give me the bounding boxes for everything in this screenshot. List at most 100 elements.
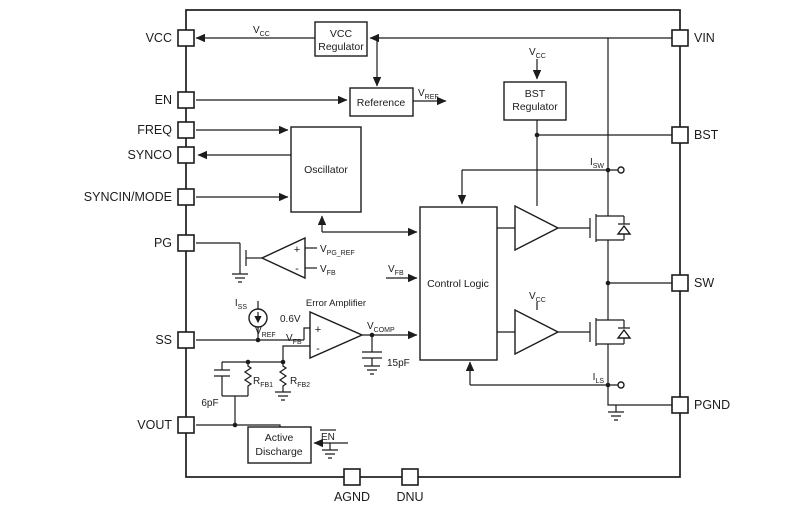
feedforward-cap-icon [214,362,230,396]
pin-ss [177,331,195,349]
pin-label-pgnd: PGND [694,398,730,412]
pg-mosfet [232,243,262,283]
active-discharge-label-2: Discharge [255,446,302,458]
soft-start-current-source [248,301,268,340]
bst-regulator-box [503,81,567,121]
label-0v6: 0.6V [280,314,301,325]
label-vcc-near-pin: VCC [253,25,270,38]
pin-syncin-mode [177,188,195,206]
pin-label-ss: SS [155,333,172,347]
block-vcc-regulator: VCC Regulator [314,21,368,57]
rfb1-resistor-icon [243,362,253,396]
pin-label-synco: SYNCO [128,148,173,162]
label-vref-output: VREF [418,88,439,101]
wire-vfb-to-erramp-minus [282,345,310,362]
pin-label-agnd: AGND [334,490,370,504]
high-side-mosfet [589,214,632,242]
pin-bst [671,126,689,144]
pin-label-syncin-mode: SYNCIN/MODE [84,190,172,204]
block-bst-regulator: BST Regulator [503,81,567,121]
pg-comparator-plus: + [294,244,300,256]
reference-box [349,87,414,117]
oscillator-label: Oscillator [304,164,348,176]
pgnd-ground [608,405,624,421]
ls-body-diode-icon [616,328,632,339]
label-vcomp: VCOMP [367,321,395,334]
low-side-mosfet [589,318,632,346]
block-reference: Reference [349,87,414,117]
block-active-discharge: Active Discharge [247,426,312,464]
error-amplifier: + - Error Amplifier [306,298,366,360]
label-vfb-comparator: VFB [320,264,336,277]
reference-label: Reference [357,97,406,109]
pin-sw [671,274,689,292]
pin-vout [177,416,195,434]
control-logic-label: Control Logic [427,278,489,290]
hs-body-diode-icon [616,224,632,235]
ls-drain-source-leads [596,319,608,345]
signal-labels: VCC VCC VCC VREF VPG_REF VFB VFB VFB VCO… [201,25,604,443]
pg-comparator-minus: - [295,263,299,275]
pin-label-vcc: VCC [146,31,172,45]
error-amp-plus: + [315,324,321,336]
label-isw: ISW [590,157,604,170]
pins-right: VIN BST SW PGND [671,29,730,414]
label-vfb-control-logic: VFB [388,264,404,277]
oscillator-box [290,126,362,213]
label-6pf: 6pF [201,398,218,409]
pin-dnu [401,468,419,486]
pin-label-bst: BST [694,128,719,142]
label-rfb1: RFB1 [253,376,273,389]
pg-comparator-inputs [305,247,317,269]
error-amplifier-title: Error Amplifier [306,298,366,309]
wires [195,33,672,450]
active-discharge-label-1: Active [265,432,294,444]
control-logic-box [419,206,498,361]
hs-body-diode-leads [608,215,630,241]
pin-vin [671,29,689,47]
high-side-driver-triangle [514,204,560,252]
pin-label-sw: SW [694,276,714,290]
error-amplifier-triangle [309,310,364,360]
pin-synco [177,146,195,164]
pin-label-pg: PG [154,236,172,250]
label-ils: ILS [593,372,605,385]
pin-pg [177,234,195,252]
comp-cap-icon [362,335,382,366]
pins-left: VCC EN FREQ SYNCO SYNCIN/MODE PG SS VOUT [84,29,195,434]
pin-vcc [177,29,195,47]
rfb2-resistor-icon [278,362,288,392]
block-oscillator: Oscillator [290,126,362,213]
pin-label-vout: VOUT [137,418,172,432]
vcc-regulator-box [314,21,368,57]
wire-ss-to-erramp-plus [303,327,310,340]
bst-regulator-label-1: BST [525,88,546,100]
pin-en [177,91,195,109]
enbar-ground-icon [322,449,338,459]
pgnd-ground-icon [608,405,624,421]
label-iss: ISS [235,298,247,311]
pin-label-dnu: DNU [396,490,423,504]
pin-agnd [343,468,361,486]
ils-sense-tap [617,381,625,389]
pin-label-en: EN [155,93,172,107]
label-vfb-erramp: VFB [286,333,302,346]
enbar-ground [322,449,338,459]
comp-cap-ground-icon [364,365,380,375]
error-amp-minus: - [316,343,320,355]
vcc-regulator-label-1: VCC [330,28,353,40]
rfb2-ground-icon [275,391,291,401]
feedback-divider [214,362,291,401]
isw-sense-tap [617,166,625,174]
pg-comparator: + - [260,236,306,280]
pin-label-vin: VIN [694,31,715,45]
ls-body-diode-leads [608,319,630,345]
label-15pf: 15pF [387,358,410,369]
hs-drain-source-leads [596,215,608,241]
label-vref-erramp: VREF [255,326,276,339]
pg-comparator-triangle [260,236,306,280]
wire-vin-rail [607,37,672,216]
bst-regulator-label-2: Regulator [512,101,558,113]
